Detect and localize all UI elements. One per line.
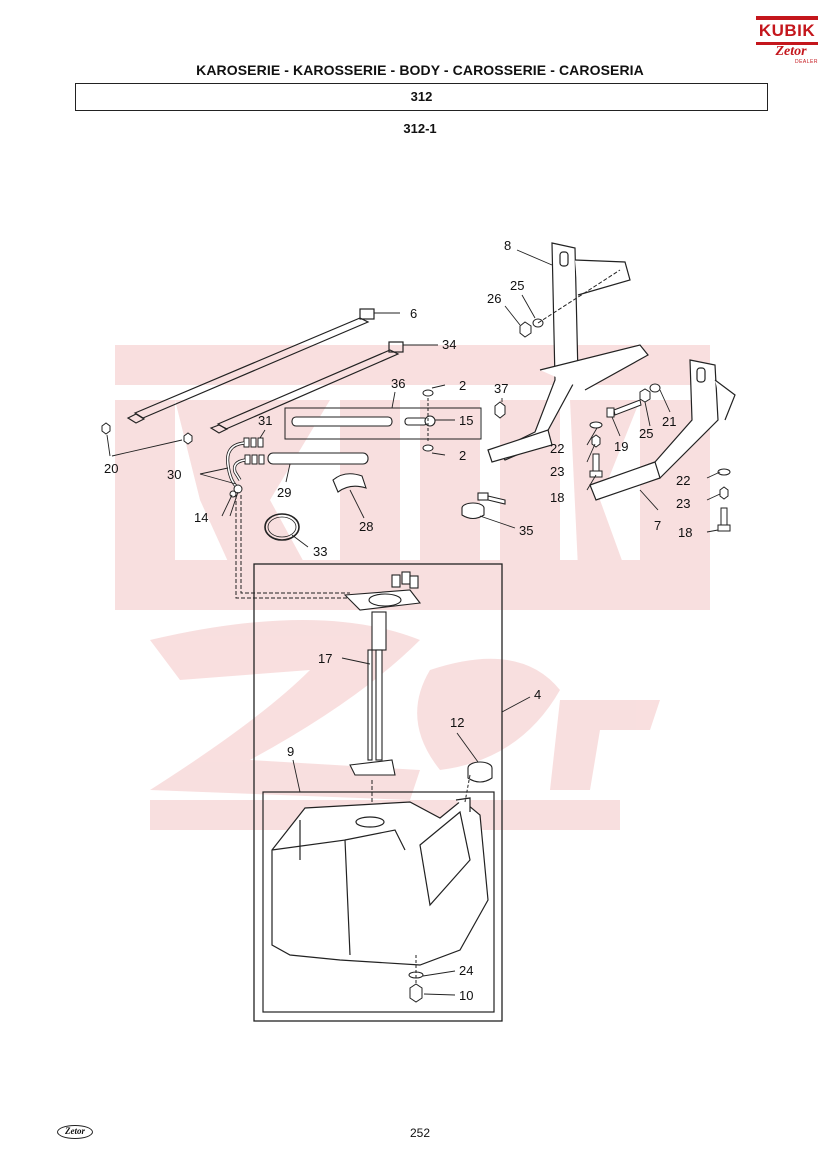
return-line-dashed xyxy=(235,495,350,599)
callout-25-top: 25 xyxy=(510,278,524,293)
callout-17: 17 xyxy=(318,651,332,666)
nut-23a xyxy=(591,434,601,448)
footer-zetor-logo: Zetor xyxy=(57,1125,93,1139)
drain-plug-10 xyxy=(409,983,423,1003)
logo-tagline: DEALER xyxy=(794,59,818,65)
bolt-18a xyxy=(592,453,600,473)
nut-23b xyxy=(719,486,729,500)
washer-22b xyxy=(717,468,731,476)
logo-brand: KUBIK xyxy=(758,21,816,40)
callout-23-right: 23 xyxy=(676,496,690,511)
callout-33: 33 xyxy=(313,544,327,559)
callout-6: 6 xyxy=(410,306,417,321)
pipe-30-inner xyxy=(226,442,245,487)
callout-19: 19 xyxy=(614,439,628,454)
tank-assembly-frame xyxy=(253,563,503,1022)
callout-18-right: 18 xyxy=(678,525,692,540)
leader-20 xyxy=(111,439,183,457)
connector-14b xyxy=(229,490,237,498)
nut-25b xyxy=(639,388,651,403)
callout-18-left: 18 xyxy=(550,490,564,505)
page-number: 252 xyxy=(409,1126,431,1140)
bolt-18a-head xyxy=(589,470,603,478)
bolt-19 xyxy=(606,399,642,418)
o-ring-33 xyxy=(264,513,300,541)
callout-12: 12 xyxy=(450,715,464,730)
callout-9: 9 xyxy=(287,744,294,759)
nut-20 xyxy=(101,422,193,445)
tank-subframe xyxy=(262,791,495,1013)
callout-2-bottom: 2 xyxy=(459,448,466,463)
washer-22a xyxy=(589,421,603,429)
hose-29 xyxy=(267,452,369,465)
logo-sub-brand: Zetor xyxy=(775,44,807,59)
callout-24: 24 xyxy=(459,963,473,978)
bolt-18b xyxy=(720,507,728,527)
locking-cap-35 xyxy=(461,492,506,520)
washer-2-bottom xyxy=(422,444,434,452)
leader-20b xyxy=(106,434,111,457)
callout-30: 30 xyxy=(167,467,181,482)
callout-31: 31 xyxy=(258,413,272,428)
pipe-15 xyxy=(404,417,428,426)
callout-28: 28 xyxy=(359,519,373,534)
section-number: 312 xyxy=(75,83,768,111)
strap-34 xyxy=(209,341,404,434)
bolt-18b-head xyxy=(717,524,731,532)
bracket-7 xyxy=(589,359,736,501)
callout-22-right: 22 xyxy=(676,473,690,488)
strap-6 xyxy=(126,308,375,424)
fuel-sender-17 xyxy=(343,571,422,776)
callout-25-mid: 25 xyxy=(639,426,653,441)
callout-34: 34 xyxy=(442,337,456,352)
bracket-8 xyxy=(487,242,649,463)
callout-21: 21 xyxy=(662,414,676,429)
footer-logo-text: Zetor xyxy=(65,1126,85,1136)
callout-10: 10 xyxy=(459,988,473,1003)
callout-26: 26 xyxy=(487,291,501,306)
logo-bar-mid xyxy=(756,42,818,45)
nut-37 xyxy=(494,401,506,419)
callout-8: 8 xyxy=(504,238,511,253)
subsection-number: 312-1 xyxy=(403,121,437,136)
axis-8 xyxy=(537,269,621,324)
nut-26 xyxy=(519,321,532,338)
filler-cap-12 xyxy=(467,761,493,783)
callout-20: 20 xyxy=(104,461,118,476)
page-title: KAROSERIE - KAROSSERIE - BODY - CAROSSER… xyxy=(196,62,644,78)
callout-2-top: 2 xyxy=(459,378,466,393)
callout-35: 35 xyxy=(519,523,533,538)
callout-36: 36 xyxy=(391,376,405,391)
logo-bar-top xyxy=(756,16,818,20)
callout-14: 14 xyxy=(194,510,208,525)
callout-37: 37 xyxy=(494,381,508,396)
callout-4: 4 xyxy=(534,687,541,702)
part-36-frame xyxy=(284,407,482,440)
axis-12 xyxy=(464,774,471,803)
callout-15: 15 xyxy=(459,413,473,428)
pipe-30b-inner xyxy=(233,459,246,481)
footer-logo-oval xyxy=(57,1125,93,1139)
pipe-36 xyxy=(291,416,393,427)
callout-23-left: 23 xyxy=(550,464,564,479)
washer-2-top xyxy=(422,389,434,397)
grommet-28 xyxy=(332,473,367,493)
leader-lines xyxy=(199,249,721,996)
callout-29: 29 xyxy=(277,485,291,500)
washer-21 xyxy=(649,383,661,393)
o-ring-33-inner xyxy=(267,516,297,538)
kubik-zetor-logo: KUBIK Zetor DEALER xyxy=(756,16,818,66)
callout-22-left: 22 xyxy=(550,441,564,456)
return-line-dashed-2 xyxy=(240,495,350,594)
banjo-15 xyxy=(424,415,436,427)
fuel-tank-9 xyxy=(271,797,489,966)
callout-7: 7 xyxy=(654,518,661,533)
clamp-31 xyxy=(243,437,265,465)
